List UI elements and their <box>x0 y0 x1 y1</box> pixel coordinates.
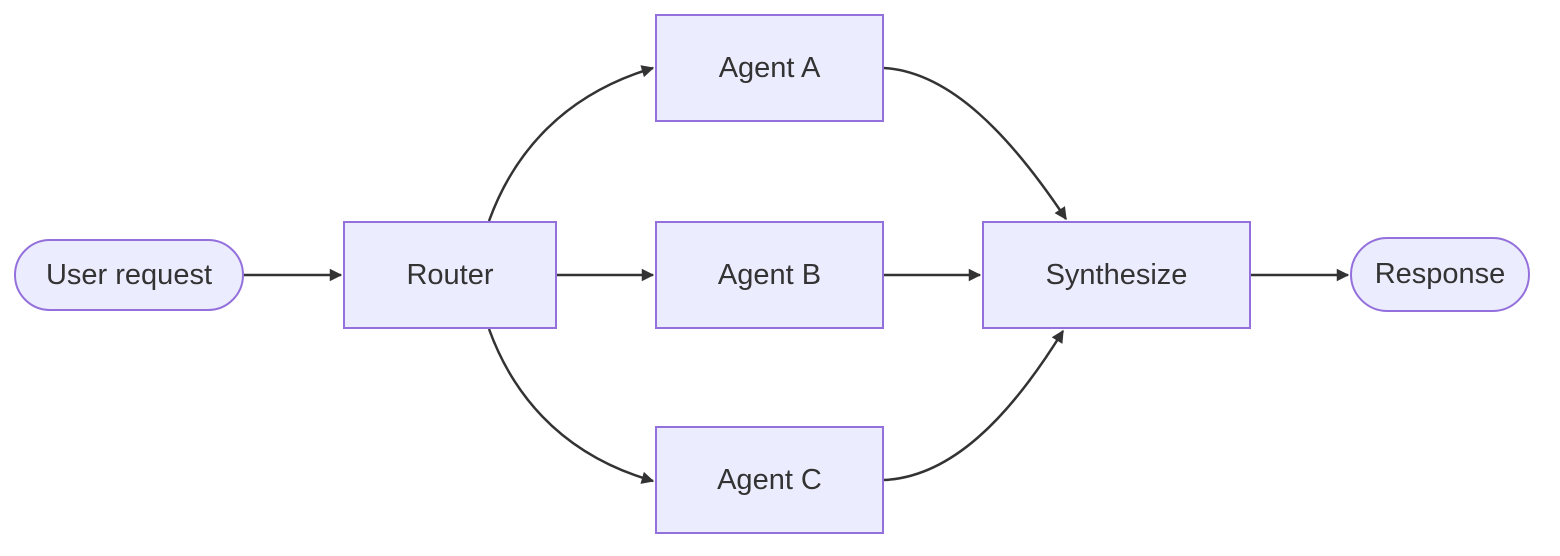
node-response-label: Response <box>1374 258 1506 290</box>
node-synthesize-label: Synthesize <box>1045 258 1188 291</box>
node-user-request: User request <box>14 239 244 311</box>
node-response: Response <box>1350 237 1530 312</box>
edge-agent-c-synthesize <box>883 329 1065 482</box>
node-agent-c-label: Agent C <box>717 463 822 496</box>
node-agent-b-label: Agent B <box>717 258 822 291</box>
node-user-request-label: User request <box>45 258 212 291</box>
edge-agent-a-synthesize <box>883 66 1068 221</box>
edge-router-agent-c <box>487 328 655 484</box>
node-agent-b: Agent B <box>655 221 884 329</box>
node-router: Router <box>343 221 557 329</box>
node-agent-a-label: Agent A <box>718 51 821 84</box>
node-router-label: Router <box>406 258 494 291</box>
node-agent-c: Agent C <box>655 426 884 534</box>
node-agent-a: Agent A <box>655 14 884 122</box>
node-synthesize: Synthesize <box>982 221 1251 329</box>
edge-router-agent-a <box>487 65 655 222</box>
